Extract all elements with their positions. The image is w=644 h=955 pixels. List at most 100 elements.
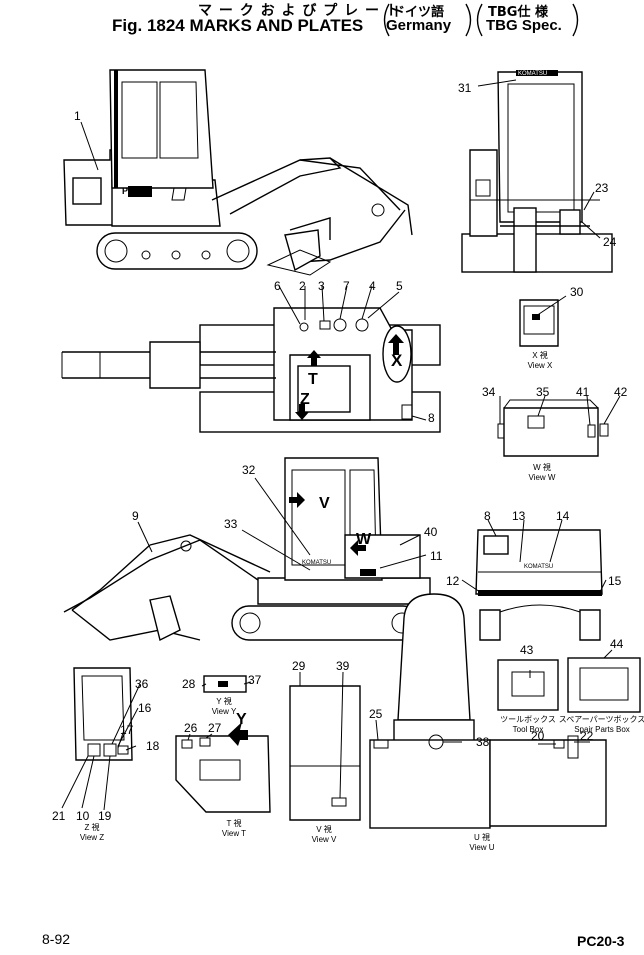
callout-42: 42 xyxy=(614,385,628,399)
callout-8: 8 xyxy=(428,411,435,425)
view-y-detail xyxy=(203,675,247,693)
callout-26: 26 xyxy=(184,721,198,735)
model-code: PC20-3 xyxy=(577,933,625,949)
view-x-jp: X 視 xyxy=(532,351,548,360)
view-x-en: View X xyxy=(528,361,553,370)
view-z-en: View Z xyxy=(80,833,104,842)
callout-31: 31 xyxy=(458,81,472,95)
view-letter-y: Y xyxy=(236,711,247,728)
view-x-detail xyxy=(519,299,559,347)
view-letter-v: V xyxy=(319,495,330,512)
paren-tbg-en: TBG Spec. xyxy=(486,17,562,34)
callout-13: 13 xyxy=(512,509,526,523)
callout-24: 24 xyxy=(603,235,617,249)
callout-8b: 8 xyxy=(484,509,491,523)
callout-40: 40 xyxy=(424,525,438,539)
callout-30: 30 xyxy=(570,285,584,299)
view-direction-letters: X T Z V W Y xyxy=(236,351,403,728)
decal-komatsu-cab: KOMATSU xyxy=(518,71,547,77)
tool-box-jp: ツールボックス xyxy=(500,715,556,724)
page-number: 8-92 xyxy=(42,931,71,947)
view-t-en: View T xyxy=(222,829,246,838)
callout-25: 25 xyxy=(369,707,383,721)
view-v-en: View V xyxy=(312,835,337,844)
view-w-detail xyxy=(497,399,609,457)
callout-43: 43 xyxy=(520,643,534,657)
view-y-en: View Y xyxy=(212,707,237,716)
callout-2: 2 xyxy=(299,279,306,293)
view-u-en: View U xyxy=(469,843,494,852)
spare-box-en: Spair Parts Box xyxy=(574,725,630,734)
view-w-jp: W 視 xyxy=(533,463,551,472)
decal-komatsu-rear: KOMATSU xyxy=(524,564,553,570)
decal-komatsu-middle: KOMATSU xyxy=(302,560,331,566)
view-z-jp: Z 視 xyxy=(84,823,99,832)
callout-28: 28 xyxy=(182,677,196,691)
callout-39: 39 xyxy=(336,659,350,673)
view-letter-z: Z xyxy=(300,391,310,408)
view-letter-t: T xyxy=(308,371,318,388)
view-y-jp: Y 視 xyxy=(216,697,231,706)
title-parentheses xyxy=(383,3,579,37)
callout-35: 35 xyxy=(536,385,550,399)
excavator-rear-view xyxy=(461,70,613,273)
callout-32: 32 xyxy=(242,463,256,477)
callout-10: 10 xyxy=(76,809,90,823)
callout-4: 4 xyxy=(369,279,376,293)
view-u-jp: U 視 xyxy=(474,833,490,842)
view-labels: X 視 View X W 視 View W Y 視 View Y Z 視 Vie… xyxy=(80,351,644,852)
view-z-detail xyxy=(73,667,133,761)
callout-numbers: 1 2 3 4 5 6 7 8 8 9 10 11 12 13 14 15 16… xyxy=(52,81,628,823)
callout-9: 9 xyxy=(132,509,139,523)
callout-44: 44 xyxy=(610,637,624,651)
callout-14: 14 xyxy=(556,509,570,523)
paren-germany-jp: ドイツ語 xyxy=(392,5,445,20)
view-t-jp: T 視 xyxy=(227,819,242,828)
excavator-side-view-top xyxy=(63,69,413,276)
paren-tbg-jp: TBG仕 様 xyxy=(488,5,548,20)
decal-texts: PC20 KOMATSU KOMATSU KOMATSU xyxy=(122,71,553,570)
callout-37: 37 xyxy=(248,673,262,687)
decal-model-top: PC20 xyxy=(122,186,145,196)
view-v-detail xyxy=(289,685,361,821)
callout-leader-lines xyxy=(61,79,621,811)
callout-27: 27 xyxy=(208,721,222,735)
figure-title: Fig. 1824 MARKS AND PLATES xyxy=(112,16,364,35)
callout-12: 12 xyxy=(446,574,460,588)
view-v-jp: V 視 xyxy=(316,825,332,834)
callout-1: 1 xyxy=(74,109,81,123)
callout-19: 19 xyxy=(98,809,112,823)
callout-18: 18 xyxy=(146,739,160,753)
rear-counterweight-view xyxy=(475,529,603,641)
tool-box-en: Tool Box xyxy=(513,725,544,734)
callout-22: 22 xyxy=(580,729,594,743)
callout-6: 6 xyxy=(274,279,281,293)
callout-5: 5 xyxy=(396,279,403,293)
view-t-detail xyxy=(175,722,271,813)
callout-21: 21 xyxy=(52,809,66,823)
view-letter-x: X xyxy=(391,351,403,370)
callout-29: 29 xyxy=(292,659,306,673)
excavator-side-view-middle xyxy=(63,457,431,642)
paren-germany-en: Germany xyxy=(386,17,452,34)
callout-33: 33 xyxy=(224,517,238,531)
callout-41: 41 xyxy=(576,385,590,399)
view-w-en: View W xyxy=(529,473,556,482)
callout-7: 7 xyxy=(343,279,350,293)
callout-17: 17 xyxy=(120,723,134,737)
callout-15: 15 xyxy=(608,574,622,588)
title-japanese: マ ー ク お よ び プ レ ー ト xyxy=(198,3,401,19)
callout-34: 34 xyxy=(482,385,496,399)
view-letter-w: W xyxy=(356,531,372,548)
excavator-plan-view xyxy=(61,307,441,433)
callout-38: 38 xyxy=(476,735,490,749)
callout-3: 3 xyxy=(318,279,325,293)
callout-23: 23 xyxy=(595,181,609,195)
callout-36: 36 xyxy=(135,677,149,691)
callout-11: 11 xyxy=(430,549,443,563)
seat-view-u xyxy=(369,593,607,829)
callout-16: 16 xyxy=(138,701,152,715)
spare-box-jp: スペアーパーツボックス xyxy=(559,715,644,724)
callout-20: 20 xyxy=(531,729,545,743)
